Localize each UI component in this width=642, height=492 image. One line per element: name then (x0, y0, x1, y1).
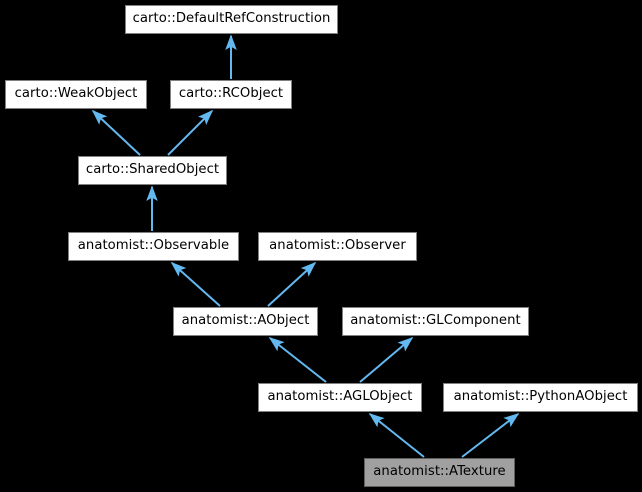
uml-node-python-aobject[interactable]: anatomist::PythonAObject (443, 383, 638, 412)
edge-aobject-to-observer (267, 261, 317, 307)
uml-node-observable[interactable]: anatomist::Observable (68, 232, 239, 261)
edge-sharedobject-to-weakobject (91, 109, 141, 156)
edge-atexture-to-aglobject (368, 413, 425, 458)
uml-node-observer[interactable]: anatomist::Observer (258, 232, 417, 261)
uml-node-label-aobject: anatomist::AObject (181, 313, 310, 329)
uml-node-label-shared-object: carto::SharedObject (85, 162, 220, 178)
uml-node-label-atexture: anatomist::ATexture (373, 464, 506, 480)
uml-node-aglobject[interactable]: anatomist::AGLObject (258, 383, 422, 412)
uml-node-shared-object[interactable]: carto::SharedObject (78, 156, 227, 185)
uml-node-rc-object[interactable]: carto::RCObject (170, 80, 292, 109)
edge-aglobject-to-aobject (268, 337, 327, 383)
uml-node-label-observer: anatomist::Observer (269, 238, 406, 254)
uml-node-aobject[interactable]: anatomist::AObject (173, 307, 318, 336)
uml-node-atexture[interactable]: anatomist::ATexture (364, 458, 515, 487)
uml-node-label-python-aobject: anatomist::PythonAObject (453, 389, 628, 405)
uml-node-default-ref-construction[interactable]: carto::DefaultRefConstruction (125, 5, 338, 34)
inheritance-edges (91, 34, 520, 458)
uml-node-label-observable: anatomist::Observable (77, 238, 230, 254)
uml-node-label-aglobject: anatomist::AGLObject (267, 389, 413, 405)
edge-atexture-to-pythonaobject (461, 413, 520, 458)
uml-node-label-rc-object: carto::RCObject (178, 86, 284, 102)
uml-node-weak-object[interactable]: carto::WeakObject (5, 80, 147, 109)
uml-node-label-glcomponent: anatomist::GLComponent (350, 313, 521, 329)
edge-aglobject-to-glcomponent (359, 336, 414, 383)
uml-node-label-weak-object: carto::WeakObject (14, 86, 138, 102)
edge-sharedobject-to-rcobject (167, 109, 214, 156)
uml-node-label-default-ref-construction: carto::DefaultRefConstruction (132, 11, 331, 27)
edge-aobject-to-observable (170, 261, 221, 307)
uml-node-glcomponent[interactable]: anatomist::GLComponent (342, 307, 529, 336)
